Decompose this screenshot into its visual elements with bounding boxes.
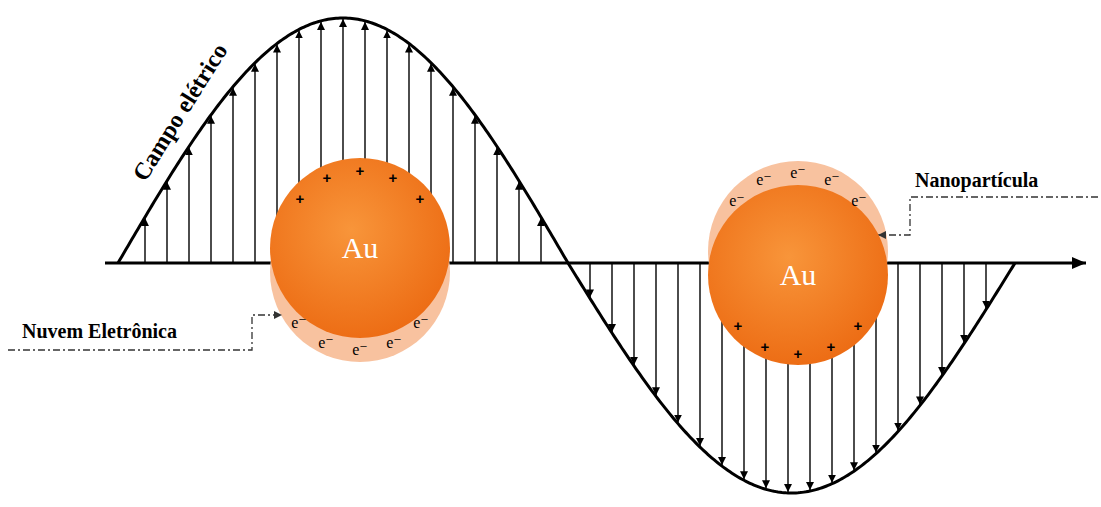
electron-charge: e⁻ [729,193,745,209]
electron-charge: e⁻ [756,172,772,188]
element-symbol: Au [342,231,379,265]
field-arrow [611,263,612,332]
positive-charge: + [389,170,398,185]
leader-line [878,197,1098,235]
field-arrow [452,88,453,263]
positive-charge: + [854,318,863,333]
electron-charge: e⁻ [352,342,368,358]
positive-charge: + [734,318,743,333]
field-arrow [589,263,590,297]
field-arrow [677,263,678,423]
field-arrow [963,263,964,343]
field-curve [118,18,1015,493]
positive-charge: + [827,339,836,354]
field-arrow [232,88,233,263]
field-arrow [985,263,986,309]
nanoparticle: Au [270,158,450,338]
positive-charge: + [323,170,332,185]
callout-label: Nanopartícula [913,170,1040,190]
electron-charge: e⁻ [790,165,806,181]
field-arrow [210,116,211,263]
field-arrow [540,218,541,263]
field-arrow [633,263,634,365]
field-arrow [941,263,942,375]
positive-charge: + [356,163,365,178]
callout-label: Nuvem Eletrônica [20,321,179,341]
field-arrow [144,218,145,263]
field-arrow [919,263,920,404]
electron-charge: e⁻ [851,193,867,209]
field-arrow [699,263,700,446]
positive-charge: + [416,191,425,206]
field-arrow [188,147,189,263]
field-arrow [474,116,475,263]
electron-charge: e⁻ [824,172,840,188]
particle-circle [270,158,450,338]
positive-charge: + [794,346,803,361]
leader-line [8,315,282,350]
field-arrow [897,263,898,431]
element-symbol: Au [780,258,817,292]
field-arrow [496,147,497,263]
electron-charge: e⁻ [318,335,334,351]
field-arrow [655,263,656,395]
propagation-axis [105,262,1086,265]
positive-charge: + [761,339,770,354]
electron-charge: e⁻ [413,315,429,331]
nanoparticle: Au [708,185,888,365]
field-arrow [254,64,255,263]
field-arrow [166,182,167,263]
particle-circle [708,185,888,365]
positive-charge: + [296,191,305,206]
field-wave [118,18,1015,493]
field-arrow [518,182,519,263]
electron-charge: e⁻ [291,315,307,331]
electron-charge: e⁻ [386,335,402,351]
